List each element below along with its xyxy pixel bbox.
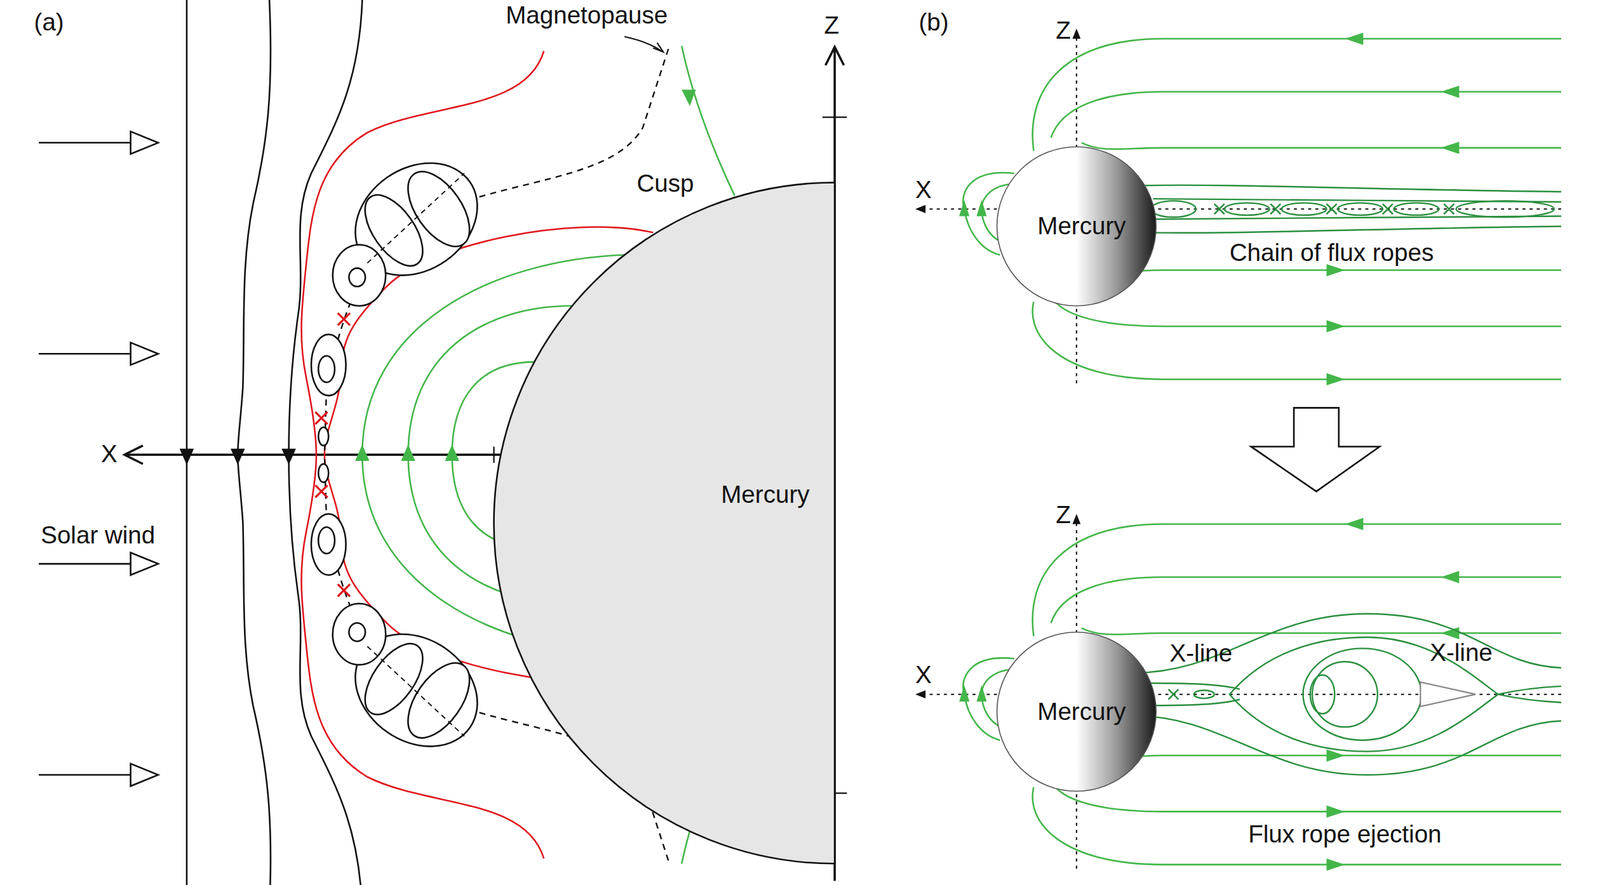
figure-label: (a) [34, 10, 65, 35]
field-arrow [444, 444, 459, 462]
solar-wind-arrow [130, 131, 159, 154]
solar-wind-arrow [130, 342, 159, 366]
field-arrow [179, 449, 194, 466]
figure-label: Z [1055, 503, 1071, 528]
figure-label: X-line [1169, 641, 1233, 667]
solar-wind-arrow [38, 142, 131, 145]
planet-label: Mercury [720, 482, 810, 508]
solar-wind-arrow [38, 563, 131, 566]
plasmoid [1229, 637, 1499, 753]
planet-label: Mercury [1037, 699, 1126, 725]
plasmoid [1132, 614, 1562, 674]
plasmoid [1168, 689, 1454, 700]
plasma-sheet [1337, 203, 1383, 216]
solar-wind-arrow [38, 131, 159, 787]
imf-line [186, 0, 189, 885]
magnetopause-pointer [652, 42, 664, 52]
plasma-sheet [1142, 226, 1562, 234]
plasma-sheet [1393, 203, 1439, 216]
plasma-sheet [1142, 185, 1562, 192]
field-arrow [355, 444, 370, 462]
axis-arrow [825, 47, 845, 66]
plasmoid [1142, 699, 1240, 707]
figure-label: Chain of flux ropes [1229, 240, 1434, 266]
planet-disk [997, 146, 1157, 307]
magnetosphere-panel [915, 28, 1562, 386]
plasmoid [1310, 675, 1336, 714]
planet-body: Mercury [994, 630, 1158, 794]
plasma-sheet [1150, 200, 1197, 218]
figure-label: Flux rope ejection [1248, 821, 1442, 847]
plasmoid [1132, 614, 1562, 776]
plasmoid [1142, 683, 1240, 690]
planet-label: Mercury [1037, 214, 1126, 239]
figure-label: X [100, 441, 118, 467]
axis-arrow [124, 445, 143, 465]
figure-label: X-line [1429, 640, 1493, 666]
planet-outline [494, 182, 836, 864]
figure-label: Cusp [636, 171, 694, 197]
plasma-sheet [1214, 203, 1455, 215]
planet-body: Mercury [494, 182, 836, 864]
planet-disk [494, 182, 836, 864]
plasma-sheet [1455, 200, 1554, 218]
figure-label: X [915, 177, 932, 202]
solar-wind-arrow [130, 764, 159, 787]
axes [124, 47, 847, 882]
figure-label: Solar wind [40, 523, 155, 549]
plasma-sheet [1224, 203, 1270, 216]
planet-disk [997, 632, 1157, 793]
plasma-sheet [1281, 203, 1327, 216]
plasmoid [1497, 686, 1562, 704]
solar-wind-arrow [38, 774, 131, 777]
figure-label: Z [824, 13, 840, 39]
ejection-arrow [1420, 682, 1476, 707]
plasmoid [1194, 690, 1215, 699]
planet-body: Mercury [994, 144, 1158, 309]
field-arrow [179, 444, 460, 465]
field-arrow [230, 449, 245, 466]
plasma-sheet [1142, 185, 1562, 234]
solar-wind-arrow [38, 353, 131, 356]
figure-label: Magnetopause [505, 3, 668, 28]
figure-label: Z [1055, 18, 1071, 44]
field-arrow [400, 444, 415, 462]
magnetosphere-panel [915, 513, 1562, 871]
plasmoid [1312, 661, 1378, 728]
block-arrow [1251, 407, 1380, 492]
figure-label: X [915, 663, 932, 688]
plasmoid [1303, 648, 1422, 741]
block-arrow [1251, 407, 1380, 492]
solar-wind-arrow [130, 552, 159, 575]
figure-label: (b) [918, 10, 949, 35]
field-arrow [281, 449, 296, 466]
plasmoid [1132, 715, 1562, 775]
